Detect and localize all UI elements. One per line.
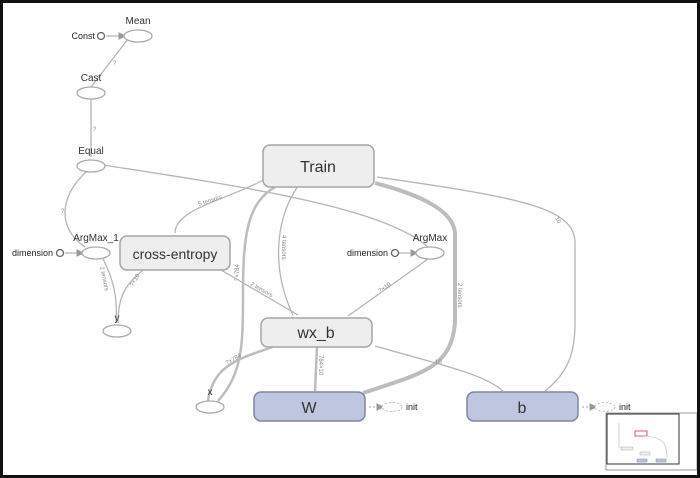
edge-label: ?×784 [235, 263, 241, 281]
edge-label: 2 tensors [98, 266, 109, 291]
minimap[interactable] [605, 412, 697, 471]
node-mean[interactable]: Mean [123, 16, 153, 43]
edge-label: ?×10 [130, 273, 142, 288]
node-dimension-1[interactable]: dimension [12, 248, 65, 258]
svg-text:Cast: Cast [81, 73, 102, 84]
edge-wxb-ce [220, 269, 299, 316]
edge-label: 2 tensors [456, 283, 462, 308]
svg-text:ArgMax: ArgMax [413, 233, 447, 244]
edge-label: ? [61, 209, 65, 215]
node-cast[interactable]: Cast [76, 73, 106, 100]
edge-label: 10 [435, 360, 442, 366]
node-init-w[interactable]: init [381, 402, 418, 412]
svg-text:b: b [518, 400, 527, 417]
svg-text:init: init [619, 402, 631, 412]
svg-text:wx_b: wx_b [296, 325, 334, 342]
svg-text:x: x [208, 387, 213, 398]
edge-label: 10 [553, 216, 562, 225]
edge-label: ? [93, 127, 97, 133]
edge-b-wxb [374, 345, 504, 392]
graph-svg[interactable]: ? ? ? 5 tensors 4 tensors ?×784 2 tensor… [3, 3, 697, 475]
svg-text:cross-entropy: cross-entropy [133, 246, 218, 262]
svg-text:Train: Train [300, 159, 336, 176]
svg-text:Equal: Equal [78, 146, 104, 157]
edge-label: 4 tensors [280, 235, 286, 260]
svg-text:y: y [115, 313, 120, 324]
edge-ce-train [174, 178, 266, 234]
node-argmax[interactable]: ArgMax [413, 233, 447, 260]
node-W[interactable]: W [253, 391, 366, 422]
node-b[interactable]: b [466, 391, 579, 422]
node-equal[interactable]: Equal [76, 146, 106, 173]
edge-label: 2 tensors [249, 282, 273, 300]
svg-text:ArgMax_1: ArgMax_1 [73, 233, 119, 244]
edge-cast-mean [90, 38, 129, 88]
svg-text:init: init [406, 402, 418, 412]
edge-y-argmax1 [102, 258, 118, 324]
svg-text:W: W [301, 400, 317, 417]
edge-equal-argmax [102, 164, 429, 248]
node-dimension-2[interactable]: dimension [347, 248, 400, 258]
svg-text:Const: Const [71, 31, 95, 41]
node-y[interactable]: y [102, 313, 132, 338]
edge-x-wxb [206, 344, 276, 402]
edge-argmax1-equal [64, 170, 88, 248]
edge-wxb-train [277, 185, 299, 316]
node-argmax-1[interactable]: ArgMax_1 [73, 233, 119, 260]
edges: ? ? ? 5 tensors 4 tensors ?×784 2 tensor… [61, 32, 598, 411]
node-train[interactable]: Train [262, 144, 375, 188]
edge-y-ce [117, 269, 144, 324]
edge-wxb-argmax [347, 258, 429, 317]
node-cross-entropy[interactable]: cross-entropy [119, 235, 231, 271]
svg-text:dimension: dimension [347, 248, 388, 258]
minimap-viewport[interactable] [634, 430, 648, 437]
svg-text:Mean: Mean [125, 16, 150, 27]
edge-b-train [376, 176, 576, 392]
edge-x-train [217, 185, 276, 402]
node-init-b[interactable]: init [594, 402, 631, 412]
edge-w-wxb [313, 346, 319, 392]
node-const[interactable]: Const [71, 31, 106, 41]
node-x[interactable]: x [195, 387, 225, 414]
svg-text:dimension: dimension [12, 248, 53, 258]
edge-label: ?×10 [378, 282, 393, 295]
edge-label: 784×10 [317, 355, 323, 376]
node-wx-b[interactable]: wx_b [260, 317, 373, 348]
edge-label: 5 tensors [198, 195, 223, 208]
edge-label: ? [113, 61, 117, 67]
edge-w-train [362, 181, 457, 395]
